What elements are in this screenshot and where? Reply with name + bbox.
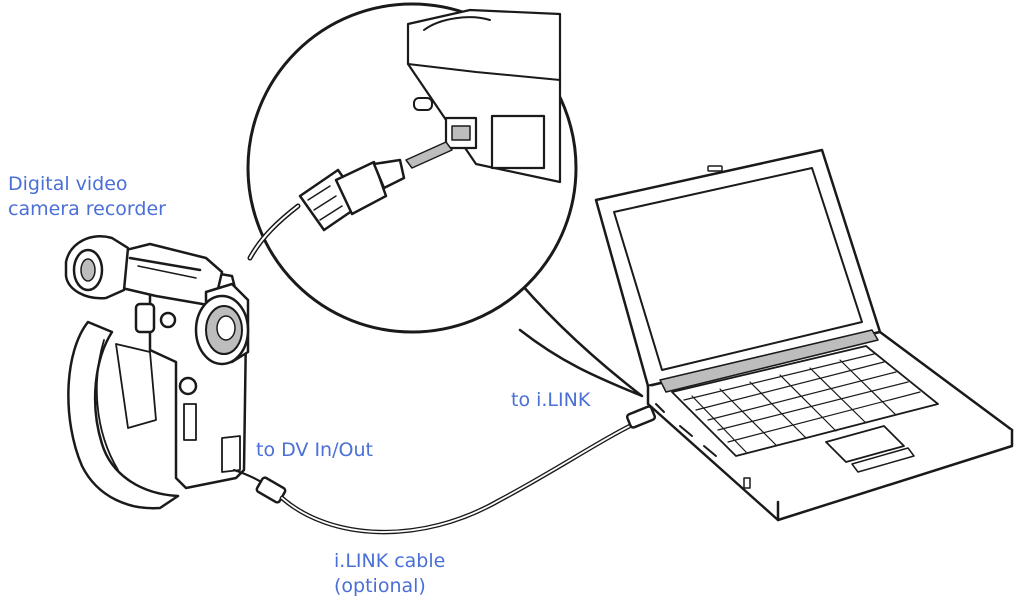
- ilink-port-label: to i.LINK: [511, 389, 591, 411]
- cable-label-line1: i.LINK cable: [334, 550, 446, 572]
- camcorder: [64, 235, 250, 510]
- dv-port-label: to DV In/Out: [256, 439, 373, 461]
- cable-label-line2: (optional): [334, 575, 426, 597]
- cable-label: i.LINK cable (optional): [334, 549, 445, 599]
- camcorder-label-line1: Digital video: [8, 173, 128, 195]
- laptop: [594, 148, 1014, 522]
- magnifier-callout: [246, 2, 644, 398]
- camcorder-label: Digital video camera recorder: [8, 172, 166, 222]
- ilink-cable: [232, 405, 657, 535]
- camcorder-label-line2: camera recorder: [8, 198, 166, 220]
